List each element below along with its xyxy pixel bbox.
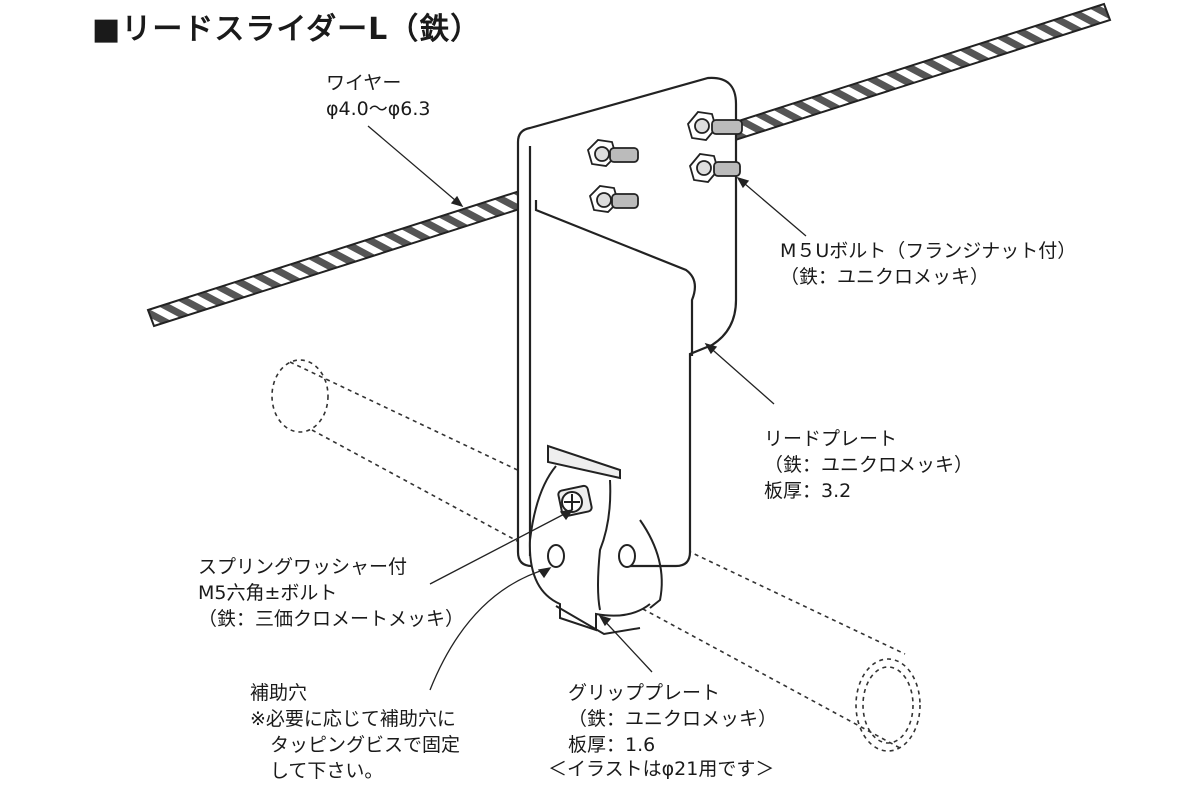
aux-hole-note-1: ※必要に応じて補助穴に: [250, 708, 456, 730]
ubolt-name: M５Uボルト（フランジナット付）: [780, 240, 1077, 262]
nut-upper-left: [586, 139, 639, 167]
hex-bolt-label: スプリングワッシャー付 M5六角±ボルト （鉄：三価クロメートメッキ）: [198, 554, 464, 632]
hex-bolt-name: スプリングワッシャー付: [198, 556, 408, 578]
nut-lower-right: [689, 153, 741, 183]
wire-label: ワイヤー φ4.0〜φ6.3: [326, 70, 431, 122]
aux-hole-right: [618, 544, 636, 568]
nut-lower-left: [588, 185, 639, 213]
grip-plate-name: グリッププレート: [568, 682, 721, 704]
u-bolt-nuts: [586, 111, 743, 213]
aux-hole-left: [547, 544, 565, 568]
pipe-outline: [271, 359, 921, 752]
aux-hole-note-2: タッピングビスで固定: [270, 734, 461, 756]
aux-hole-label: 補助穴 ※必要に応じて補助穴に タッピングビスで固定 して下さい。: [250, 680, 460, 784]
illustration-note: ＜イラストはφ21用です＞: [548, 758, 775, 780]
lead-plate-thickness: 板厚：3.2: [764, 480, 852, 502]
aux-hole-note-3: して下さい。: [270, 760, 384, 782]
lead-plate-label: リードプレート （鉄：ユニクロメッキ） 板厚：3.2: [764, 426, 973, 504]
grip-plate-label: グリッププレート （鉄：ユニクロメッキ） 板厚：1.6: [568, 680, 777, 758]
ubolt-label: M５Uボルト（フランジナット付） （鉄：ユニクロメッキ）: [780, 238, 1076, 290]
page-title: ■リードスライダーL（鉄）: [92, 12, 482, 47]
grip-plate-thickness: 板厚：1.6: [568, 734, 656, 756]
leader-lines: [367, 125, 807, 691]
lead-plate-name: リードプレート: [764, 428, 898, 450]
grip-plate: [528, 444, 663, 636]
nut-upper-right: [687, 111, 743, 141]
wire-name: ワイヤー: [326, 72, 402, 94]
grip-plate-material: （鉄：ユニクロメッキ）: [568, 708, 778, 730]
aux-hole-name: 補助穴: [250, 682, 308, 704]
hex-bolt-material: （鉄：三価クロメートメッキ）: [198, 608, 465, 630]
lead-plate-material: （鉄：ユニクロメッキ）: [764, 454, 974, 476]
wire-size: φ4.0〜φ6.3: [326, 98, 431, 120]
ubolt-material: （鉄：ユニクロメッキ）: [780, 266, 990, 288]
hex-bolt-spec: M5六角±ボルト: [198, 582, 338, 604]
lead-plate: [516, 76, 738, 568]
